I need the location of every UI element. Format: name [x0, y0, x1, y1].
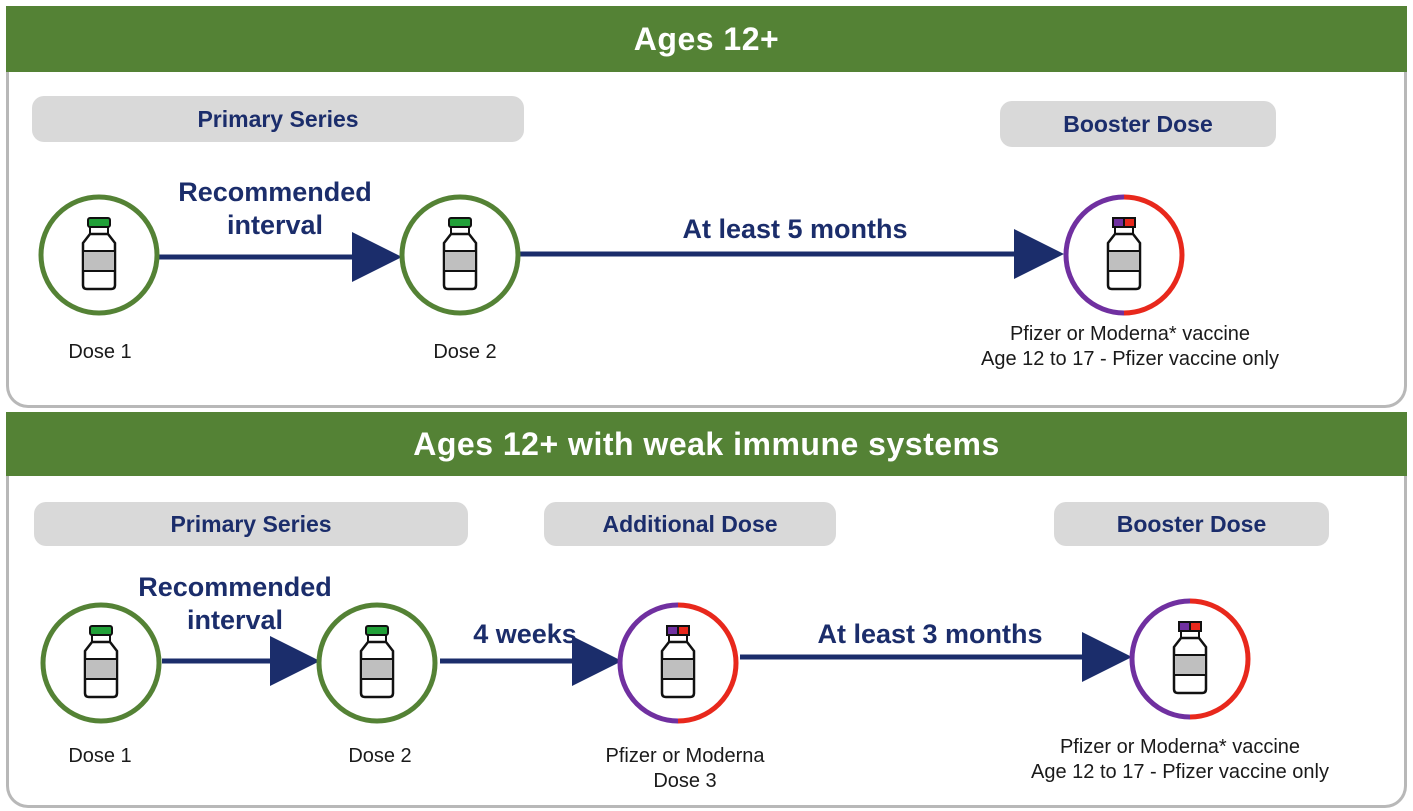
primary-series-pill: Primary Series: [34, 502, 468, 546]
dose1-caption: Dose 1: [68, 745, 132, 767]
primary-series-pill: Primary Series: [32, 96, 524, 142]
booster-caption: Pfizer or Moderna* vaccine Age 12 to 17 …: [981, 323, 1279, 370]
gap-label: At least 5 months: [682, 214, 908, 244]
booster-caption: Pfizer or Moderna* vaccine Age 12 to 17 …: [1031, 736, 1329, 783]
section-title: Ages 12+: [6, 6, 1407, 72]
dose3-caption: Pfizer or Moderna Dose 3: [605, 745, 765, 792]
booster-dose-pill: Booster Dose: [1000, 101, 1276, 147]
booster-dose-pill: Booster Dose: [1054, 502, 1329, 546]
dose2-caption: Dose 2: [433, 341, 497, 363]
weeks-label: 4 weeks: [473, 619, 577, 649]
recommended-interval-label: Recommended interval: [178, 177, 372, 240]
gap-label: At least 3 months: [817, 619, 1043, 649]
section-title: Ages 12+ with weak immune systems: [6, 412, 1407, 476]
dose2-caption: Dose 2: [348, 745, 412, 767]
recommended-interval-label: Recommended interval: [138, 572, 332, 635]
dose1-caption: Dose 1: [68, 341, 132, 363]
additional-dose-pill: Additional Dose: [544, 502, 836, 546]
